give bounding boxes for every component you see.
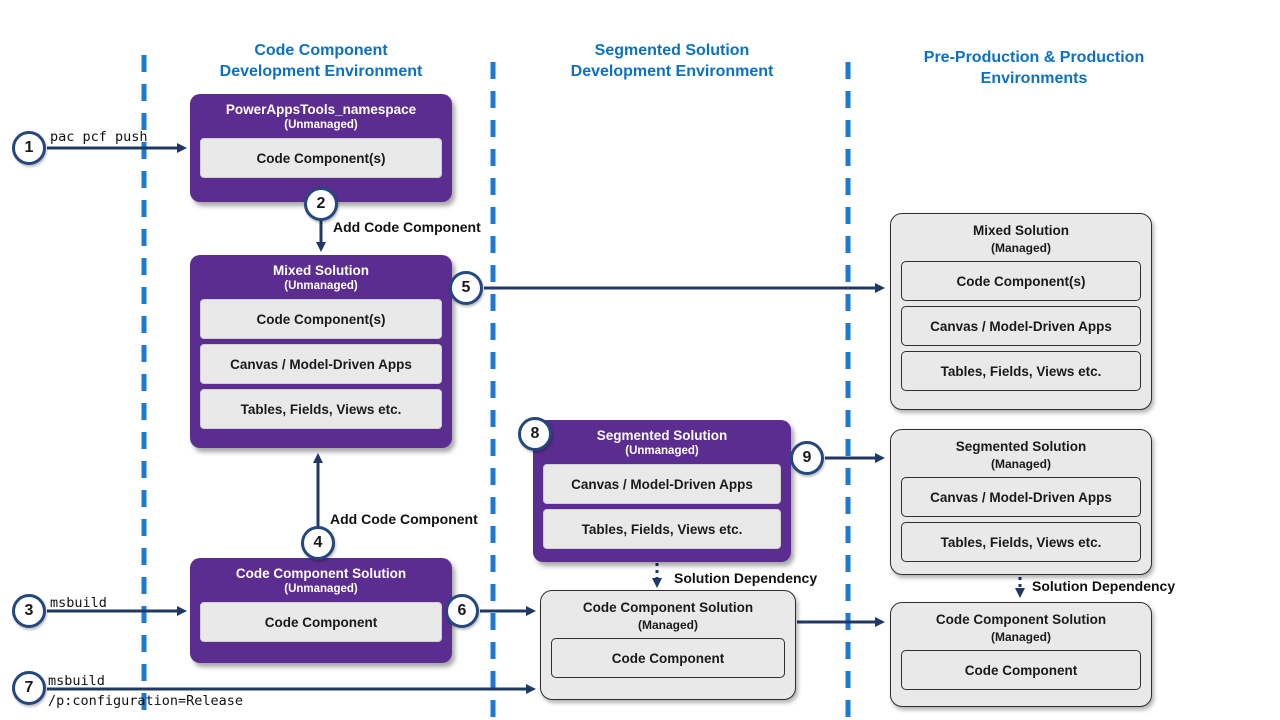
column-header-line: Environments xyxy=(980,70,1088,87)
box-item-code-component: Code Component xyxy=(901,650,1141,690)
mixed-solution-managed-box: Mixed Solution (Managed) Code Component(… xyxy=(890,213,1152,410)
box-subtitle: (Managed) xyxy=(638,618,698,632)
step-number: 2 xyxy=(316,195,326,212)
box-item-code-components: Code Component(s) xyxy=(200,138,442,178)
box-title: Code Component Solution xyxy=(235,566,407,581)
label-add-code-component-bottom: Add Code Component xyxy=(330,511,478,527)
box-title: Segmented Solution xyxy=(955,439,1087,454)
column-header-code-component-dev: Code Component Development Environment xyxy=(171,40,471,82)
mixed-solution-unmanaged-box: Mixed Solution (Unmanaged) Code Componen… xyxy=(190,255,452,448)
box-subtitle: (Unmanaged) xyxy=(625,445,699,457)
label-add-code-component-top: Add Code Component xyxy=(333,219,481,235)
column-header-line: Development Environment xyxy=(219,63,423,80)
column-header-line: Segmented Solution xyxy=(594,42,750,59)
label-solution-dependency-mid: Solution Dependency xyxy=(674,570,818,586)
box-title: Code Component Solution xyxy=(582,600,754,615)
box-subtitle: (Unmanaged) xyxy=(284,119,358,131)
step-circle-8: 8 xyxy=(518,417,552,451)
code-component-solution-managed-mid-box: Code Component Solution (Managed) Code C… xyxy=(540,590,796,700)
step-circle-2: 2 xyxy=(304,187,338,221)
step-number: 6 xyxy=(457,602,467,619)
box-title: PowerAppsTools_namespace xyxy=(225,102,417,117)
step-number: 9 xyxy=(802,449,812,466)
step-number: 7 xyxy=(24,679,34,696)
box-subtitle: (Managed) xyxy=(991,457,1051,471)
label-solution-dependency-right: Solution Dependency xyxy=(1032,578,1176,594)
column-header-line: Pre-Production & Production xyxy=(923,49,1145,66)
box-subtitle: (Managed) xyxy=(991,630,1051,644)
step-circle-3: 3 xyxy=(12,594,46,628)
step-number: 1 xyxy=(24,139,34,156)
column-header-segmented-dev: Segmented Solution Development Environme… xyxy=(522,40,822,82)
step-circle-5: 5 xyxy=(449,271,483,305)
box-item-code-component: Code Component xyxy=(551,638,785,678)
box-item-tables: Tables, Fields, Views etc. xyxy=(543,509,781,549)
step-circle-7: 7 xyxy=(12,671,46,705)
box-item-tables: Tables, Fields, Views etc. xyxy=(901,351,1141,391)
label-pac-pcf-push: pac pcf push xyxy=(50,129,148,145)
box-title: Segmented Solution xyxy=(596,428,728,443)
column-header-preprod-prod: Pre-Production & Production Environments xyxy=(884,47,1184,89)
box-title: Mixed Solution xyxy=(973,223,1069,238)
box-item-tables: Tables, Fields, Views etc. xyxy=(901,522,1141,562)
segmented-solution-unmanaged-box: Segmented Solution (Unmanaged) Canvas / … xyxy=(533,420,791,562)
box-item-apps: Canvas / Model-Driven Apps xyxy=(543,464,781,504)
box-item-tables: Tables, Fields, Views etc. xyxy=(200,389,442,429)
box-item-apps: Canvas / Model-Driven Apps xyxy=(901,306,1141,346)
step-number: 3 xyxy=(24,602,34,619)
step-circle-1: 1 xyxy=(12,131,46,165)
box-subtitle: (Unmanaged) xyxy=(284,280,358,292)
label-msbuild: msbuild xyxy=(50,595,107,611)
step-circle-4: 4 xyxy=(301,526,335,560)
label-msbuild-release-line1: msbuild xyxy=(48,673,105,689)
box-item-code-components: Code Component(s) xyxy=(200,299,442,339)
box-subtitle: (Managed) xyxy=(991,241,1051,255)
step-number: 4 xyxy=(313,534,323,551)
column-header-line: Development Environment xyxy=(570,63,774,80)
box-title: Mixed Solution xyxy=(273,263,369,278)
column-header-line: Code Component xyxy=(254,42,388,59)
code-component-solution-managed-right-box: Code Component Solution (Managed) Code C… xyxy=(890,602,1152,707)
box-item-code-component: Code Component xyxy=(200,602,442,642)
step-number: 5 xyxy=(461,279,471,296)
segmented-solution-managed-box: Segmented Solution (Managed) Canvas / Mo… xyxy=(890,429,1152,575)
code-component-solution-unmanaged-box: Code Component Solution (Unmanaged) Code… xyxy=(190,558,452,663)
box-item-apps: Canvas / Model-Driven Apps xyxy=(200,344,442,384)
step-number: 8 xyxy=(530,425,540,442)
step-circle-6: 6 xyxy=(445,594,479,628)
label-msbuild-release-line2: /p:configuration=Release xyxy=(48,693,244,709)
step-circle-9: 9 xyxy=(790,441,824,475)
label-msbuild-release: msbuild /p:configuration=Release xyxy=(48,671,243,711)
box-subtitle: (Unmanaged) xyxy=(284,583,358,595)
powerapps-tools-namespace-box: PowerAppsTools_namespace (Unmanaged) Cod… xyxy=(190,94,452,202)
box-item-code-components: Code Component(s) xyxy=(901,261,1141,301)
box-title: Code Component Solution xyxy=(935,612,1107,627)
box-item-apps: Canvas / Model-Driven Apps xyxy=(901,477,1141,517)
